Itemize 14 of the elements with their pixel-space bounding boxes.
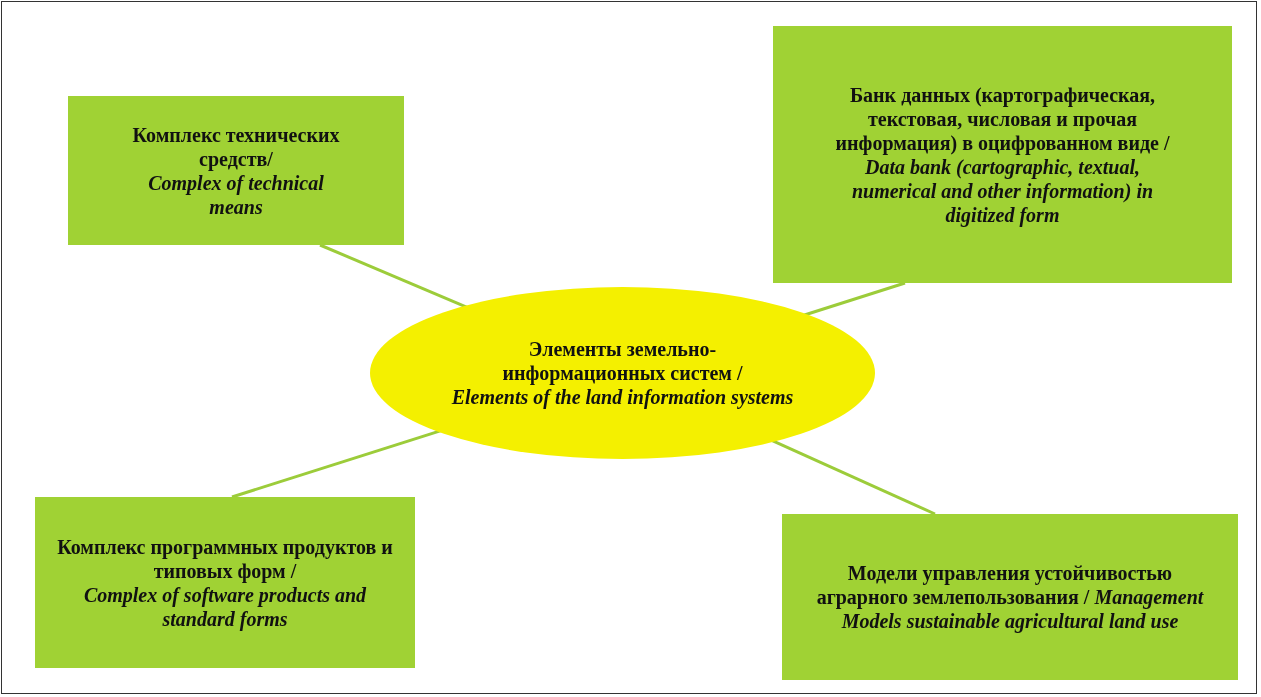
node-text: Комплекс технических средств/ [131,122,341,171]
process-box [68,96,404,245]
ellipse-node [370,287,875,459]
node-text: Банк данных (картографическая, текстовая, числовая и прочая информация) в оцифрованном виде / [834,82,1171,155]
node-translation: Complex of software products and standard forms [82,583,368,631]
node-text: Комплекс программных продуктов и типовых форм / [56,534,394,583]
node-translation: Data bank (cartographic, textual, numerical and other information) in digitized form [850,155,1155,227]
process-box [773,26,1232,283]
process-box [35,497,415,668]
node-translation: Elements of the land information systems [451,385,794,409]
node-text: Элементы земельно-информационных систем / [501,337,744,385]
process-box [782,514,1238,680]
node-translation: Complex of technical means [147,171,325,219]
node-text: Модели управления устойчивостью аграрного землепользования / Management Models sustainable agricultural land use [816,561,1204,633]
